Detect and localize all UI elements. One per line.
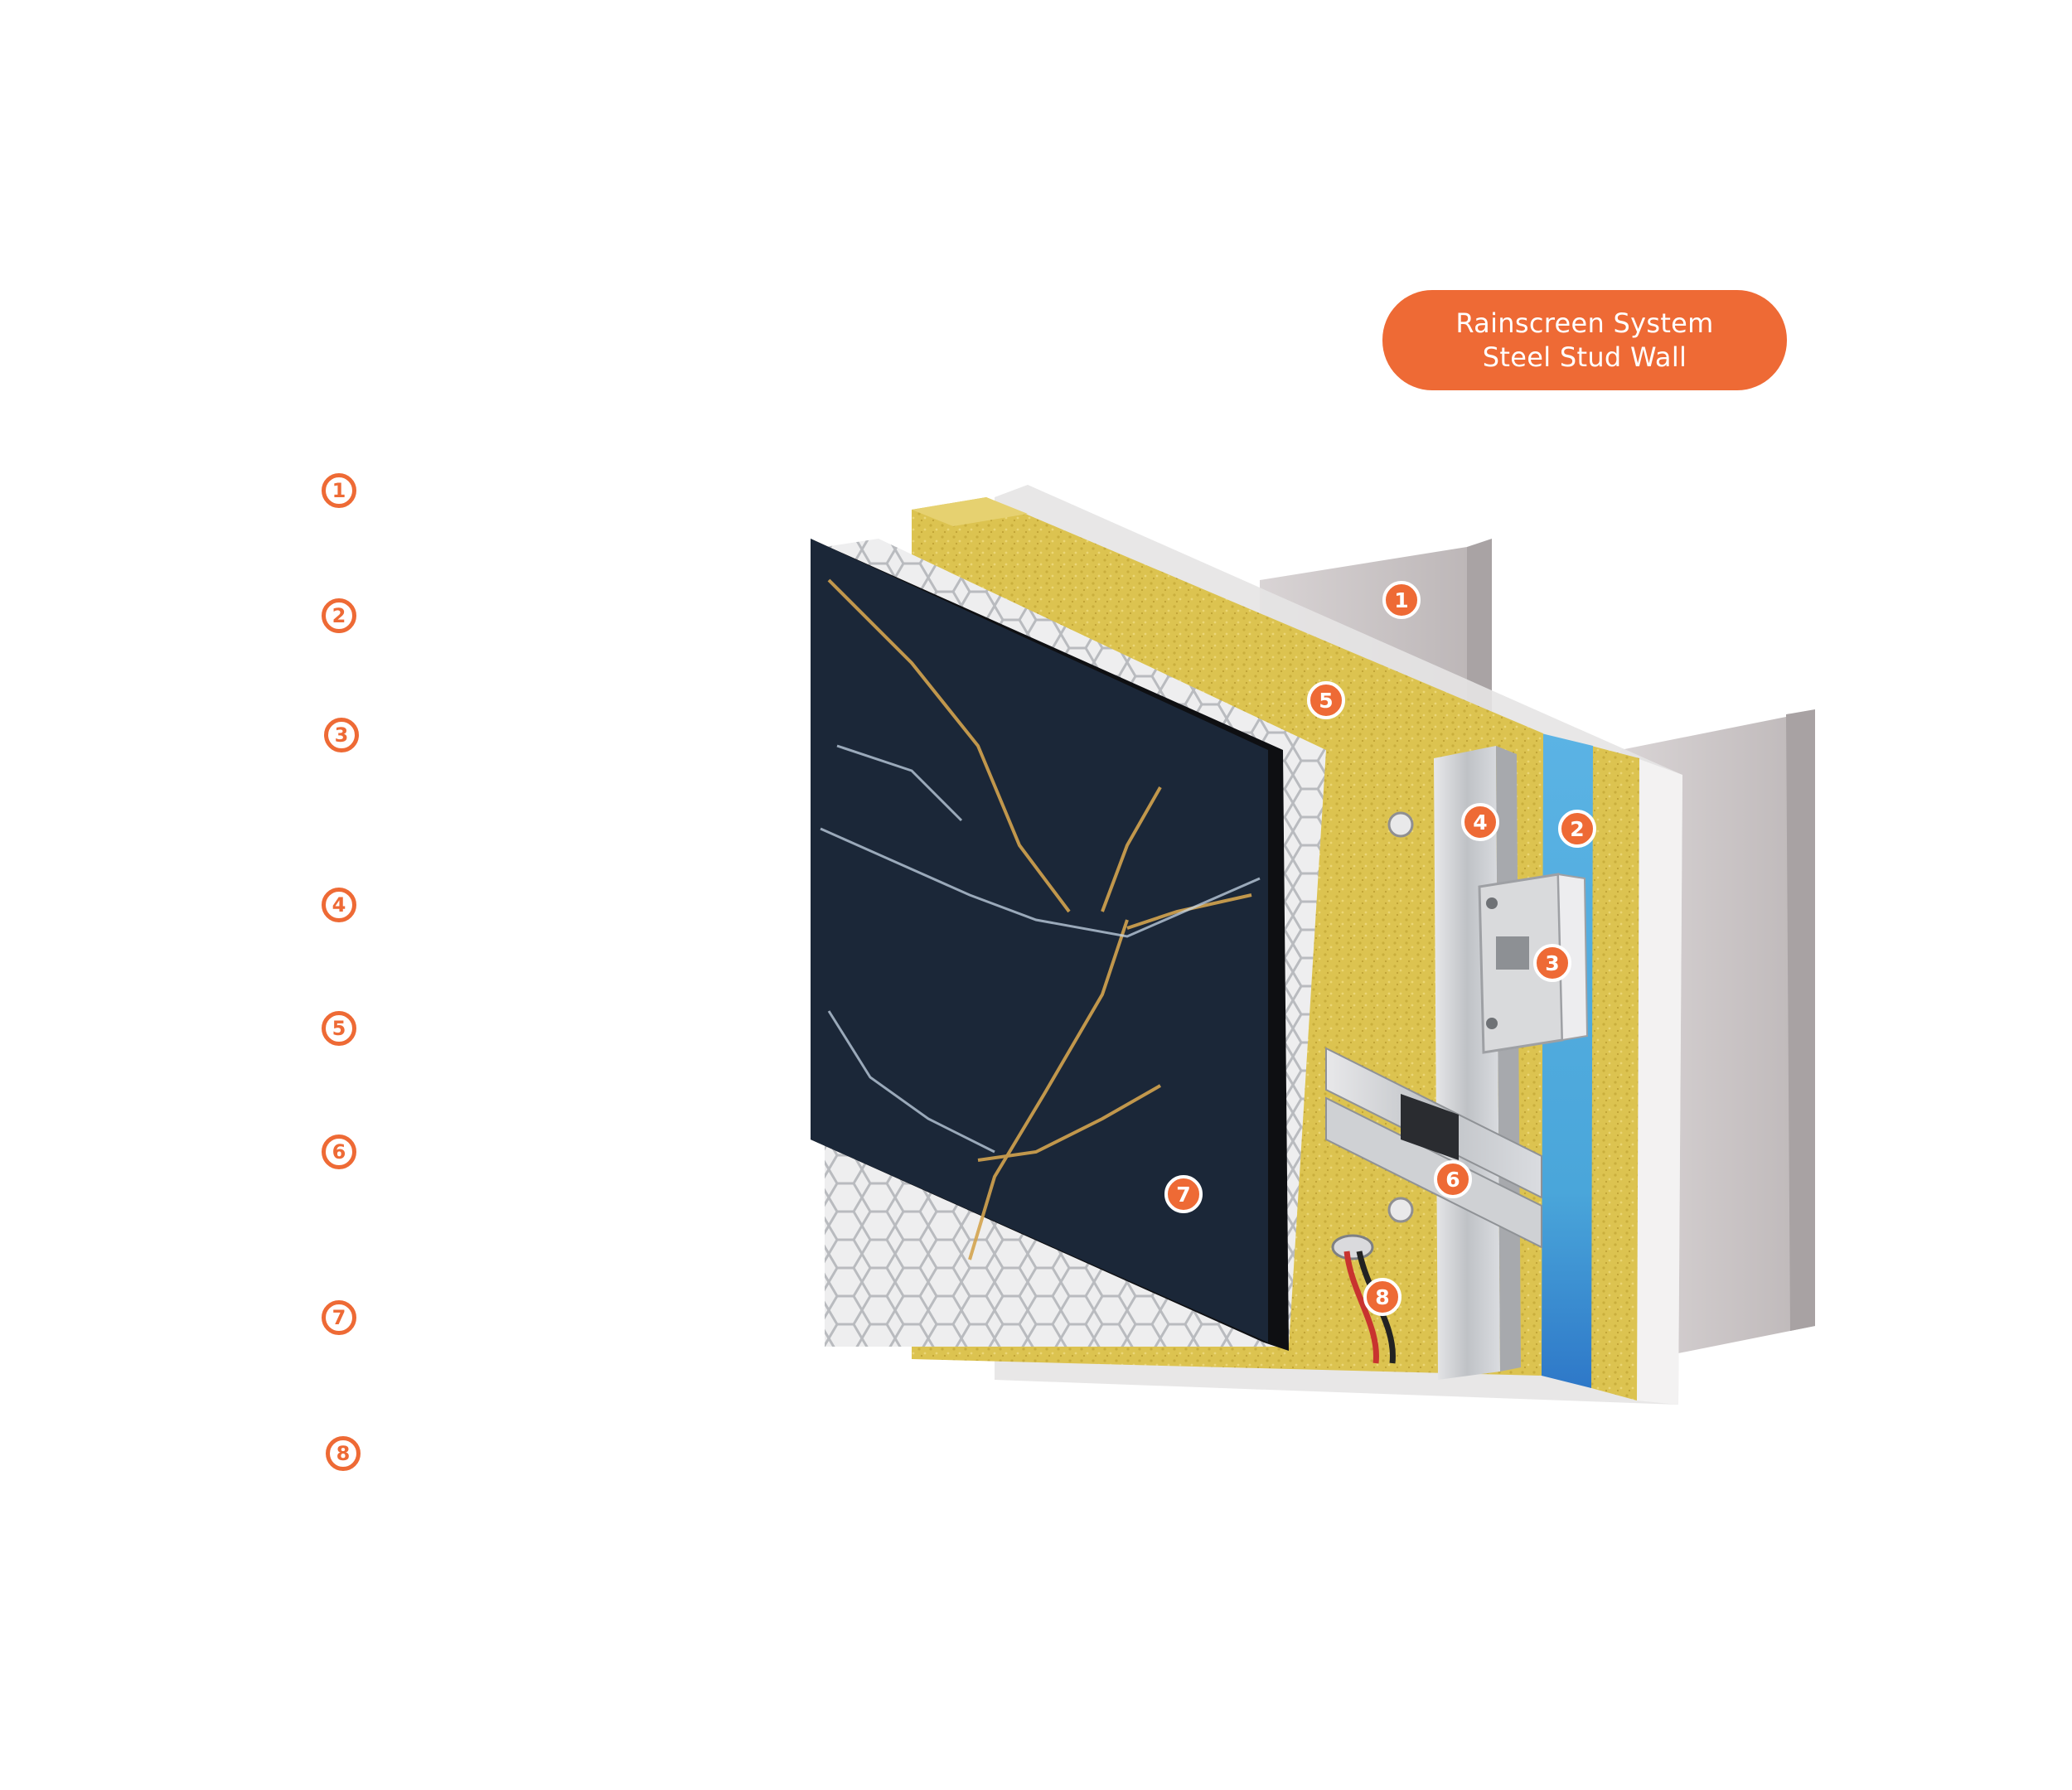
callout-1: 1 — [1382, 581, 1421, 619]
callout-6: 6 — [1434, 1160, 1472, 1198]
callout-7: 7 — [1164, 1175, 1203, 1213]
callout-5: 5 — [1307, 681, 1345, 719]
legend-marker-2: 2 — [322, 598, 356, 633]
title-line-2: Steel Stud Wall — [1482, 341, 1687, 373]
legend-marker-4: 4 — [322, 888, 356, 922]
sheathing-insulation-strip — [1591, 746, 1639, 1401]
insulation-fasteners — [1387, 811, 1414, 1223]
legend-marker-6: 6 — [322, 1134, 356, 1169]
legend-marker-5: 5 — [322, 1011, 356, 1046]
callout-3: 3 — [1533, 944, 1571, 982]
title-badge: Rainscreen System Steel Stud Wall — [1382, 290, 1787, 390]
legend-marker-1: 1 — [322, 473, 356, 508]
horizontal-rail — [1325, 1047, 1542, 1249]
title-line-1: Rainscreen System — [1455, 307, 1714, 339]
clip-bracket — [1478, 873, 1589, 1054]
legend-marker-7: 7 — [322, 1300, 356, 1335]
legend-marker-8: 8 — [326, 1436, 361, 1471]
legend-marker-3: 3 — [324, 718, 359, 752]
callout-4: 4 — [1461, 803, 1499, 841]
stone-cladding-panel — [811, 539, 1289, 1351]
callout-2: 2 — [1558, 810, 1596, 848]
callout-8: 8 — [1363, 1278, 1402, 1316]
